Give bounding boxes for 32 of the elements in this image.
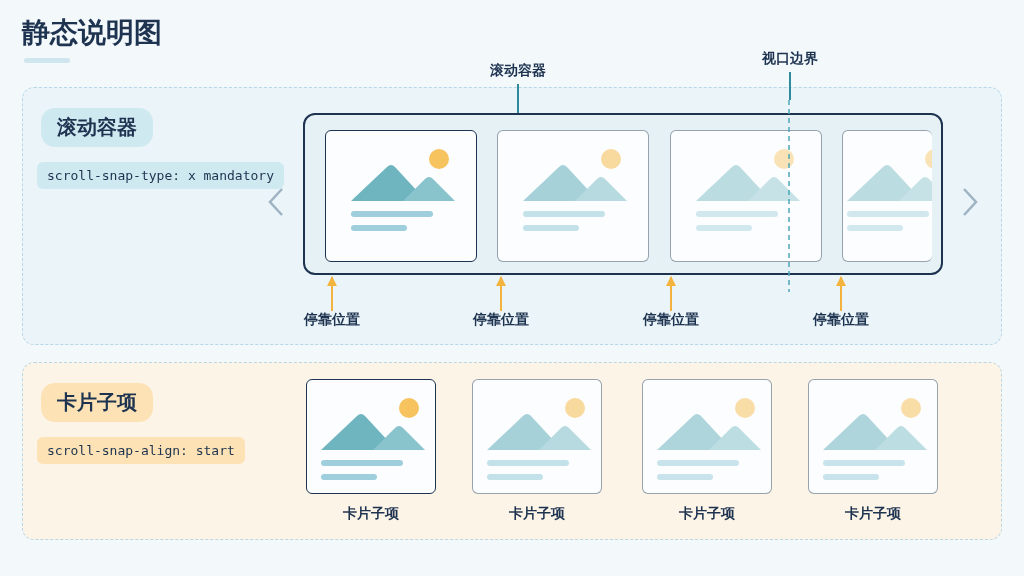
code-snippet: scroll-snap-align: start [37, 437, 245, 464]
section-heading: 滚动容器 [41, 108, 153, 147]
code-snippet: scroll-snap-type: x mandatory [37, 162, 284, 189]
card-caption: 卡片子项 [341, 505, 400, 523]
section-panel [22, 87, 1002, 345]
image-card [807, 378, 938, 494]
card-caption: 卡片子项 [507, 505, 566, 523]
callout-label: 停靠位置 [300, 310, 363, 333]
callout-label: 停靠位置 [639, 310, 702, 333]
image-card [471, 378, 602, 494]
arrow [496, 276, 506, 312]
callout-label: 滚动容器 [478, 62, 558, 84]
image-card [496, 129, 649, 262]
card-caption: 卡片子项 [843, 505, 902, 523]
image-card [324, 129, 477, 262]
title: 静态说明图 [22, 15, 162, 51]
image-card [669, 129, 822, 262]
scroll-container [302, 112, 943, 275]
image-card [841, 129, 932, 262]
callout-label: 停靠位置 [809, 310, 872, 333]
section-panel [22, 362, 1002, 540]
card-caption: 卡片子项 [677, 505, 736, 523]
leader-line [517, 83, 519, 114]
image-card [305, 378, 436, 494]
image-card [641, 378, 772, 494]
arrow [327, 276, 337, 312]
leader-line [789, 71, 791, 101]
callout-label: 停靠位置 [469, 310, 532, 333]
arrow [666, 276, 676, 312]
callout-label: 视口边界 [755, 50, 825, 72]
arrow [836, 276, 846, 312]
section-heading: 卡片子项 [41, 383, 153, 422]
